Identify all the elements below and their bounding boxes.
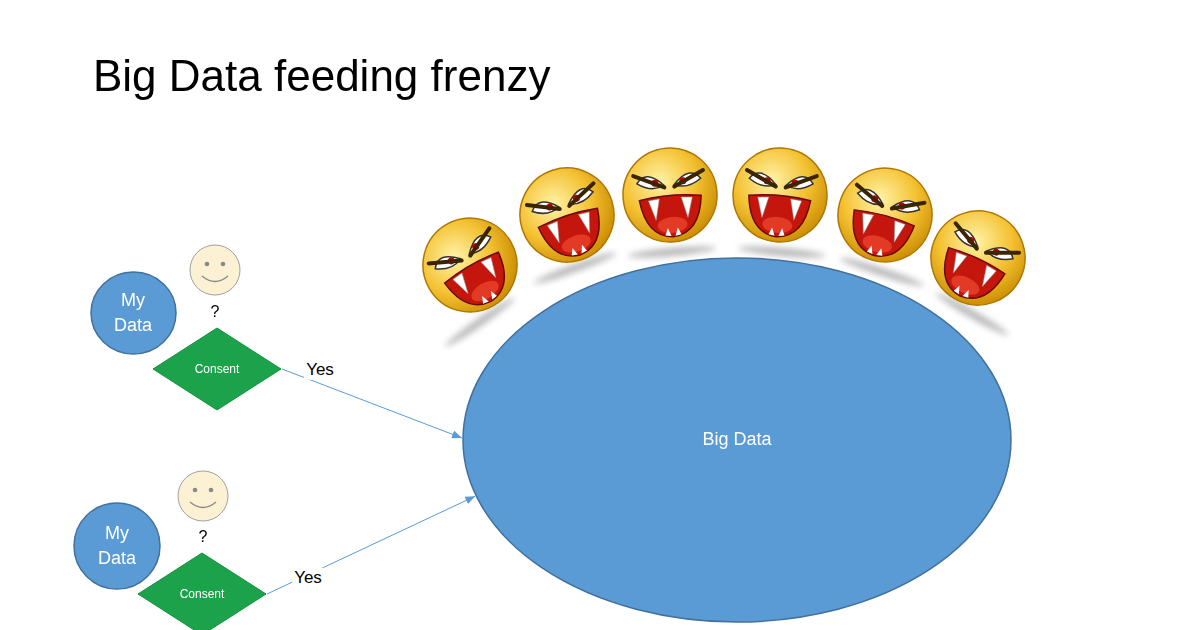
node-texts: My Data xyxy=(92,521,142,571)
decision-diamond: Consent xyxy=(137,552,267,630)
node-texts: Consent xyxy=(180,586,225,603)
decision-diamond: Consent xyxy=(152,327,282,411)
edge-label: Yes xyxy=(292,568,324,588)
vampire-face xyxy=(916,196,1041,321)
edge-label: Yes xyxy=(304,360,336,380)
node-texts: Big Data xyxy=(702,427,771,452)
smiley xyxy=(190,245,240,295)
vampire-face xyxy=(729,144,831,246)
node-texts: My Data xyxy=(108,288,158,338)
vampire-face xyxy=(406,201,534,329)
question-mark: ? xyxy=(211,302,220,321)
node-shape xyxy=(74,503,160,589)
node-texts: Consent xyxy=(195,361,240,378)
diagram-title: Big Data feeding frenzy xyxy=(93,50,550,102)
data-circle: My Data xyxy=(73,502,161,590)
node-text: My Data xyxy=(108,288,158,338)
node-shape xyxy=(91,272,176,354)
node-outline xyxy=(90,271,177,355)
node-text: Consent xyxy=(180,586,225,603)
vampire-face xyxy=(827,157,942,272)
node-shape xyxy=(463,258,1011,622)
vampire-face xyxy=(619,144,721,246)
node-shape xyxy=(153,328,281,410)
shadow xyxy=(738,244,826,260)
node-outline xyxy=(73,502,161,590)
connector-arrow xyxy=(267,496,475,594)
data-circle: My Data xyxy=(90,271,177,355)
big-data-ellipse: Big Data xyxy=(462,257,1012,623)
node-text: Big Data xyxy=(702,427,771,452)
vampire-face xyxy=(508,156,626,274)
smiley xyxy=(178,471,228,521)
question-mark: ? xyxy=(199,527,208,546)
shadow xyxy=(628,244,716,260)
node-shape xyxy=(138,553,266,630)
node-text: Consent xyxy=(195,361,240,378)
node-text: My Data xyxy=(92,521,142,571)
